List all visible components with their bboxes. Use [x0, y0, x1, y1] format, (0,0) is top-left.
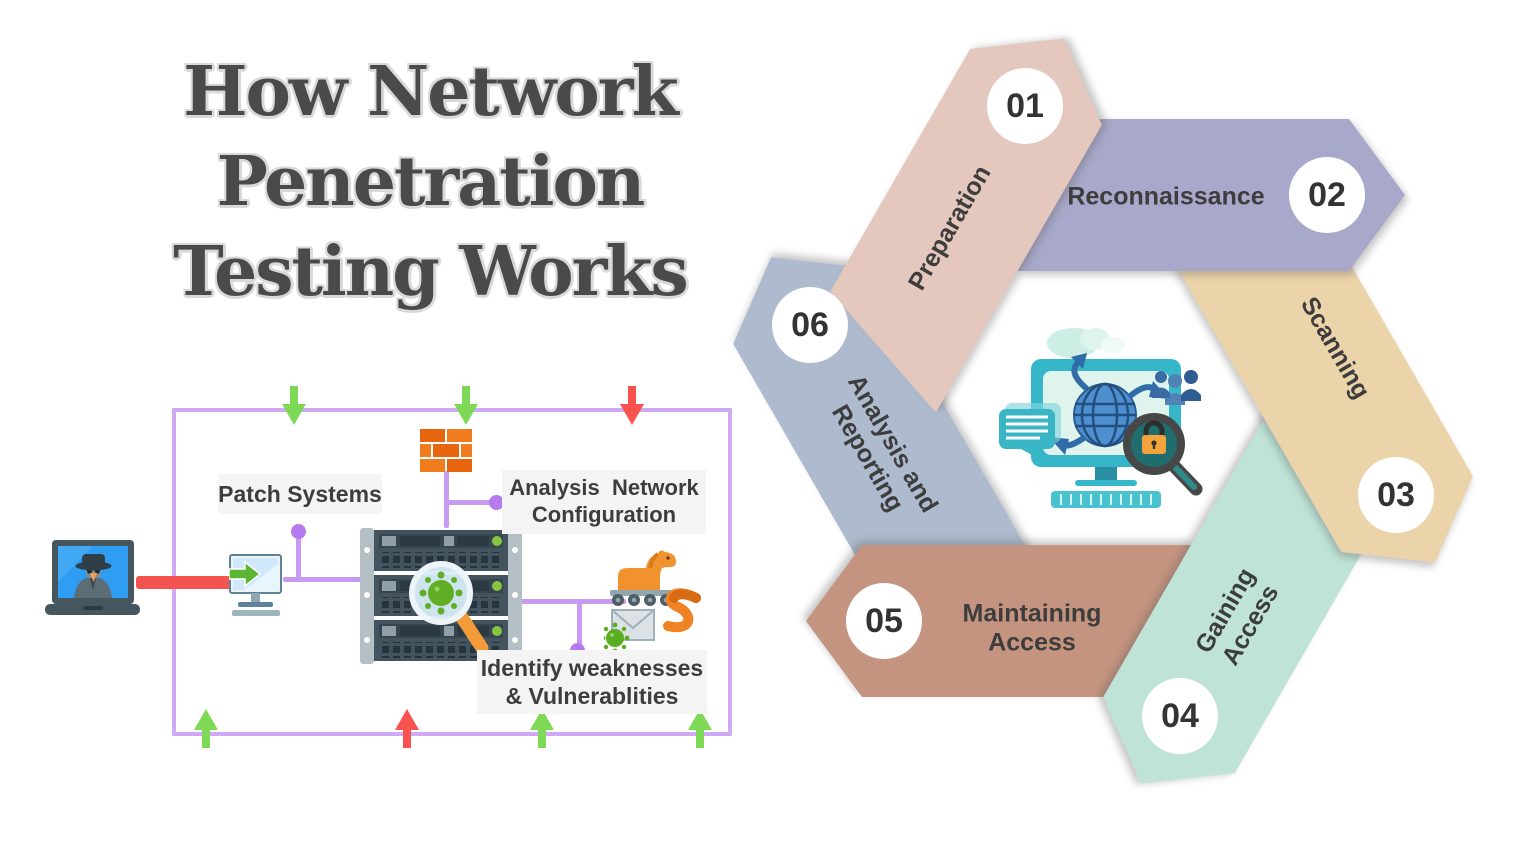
step-number-badge: 06 — [772, 287, 848, 363]
title-line-2: Testing Works — [173, 231, 689, 312]
infected-email-icon — [604, 609, 655, 654]
connector-workstation-server — [283, 577, 362, 582]
step-number: 02 — [1308, 175, 1346, 214]
analysis-network-label: Analysis Network Configuration — [502, 470, 706, 534]
network-boundary-box — [172, 408, 732, 736]
step-number-badge: 01 — [987, 68, 1063, 144]
step-number-badge: 04 — [1142, 678, 1218, 754]
step-number: 06 — [791, 305, 829, 344]
chat-bubble-icon — [999, 403, 1061, 463]
worm-icon — [663, 588, 701, 633]
step-number: 04 — [1161, 696, 1199, 735]
step-number: 01 — [1006, 86, 1044, 125]
outbound-traffic-arrow — [193, 708, 219, 748]
virus-magnifier-icon — [409, 561, 489, 655]
identify-weaknesses-label: Identify weaknesses & Vulnerablities — [477, 650, 707, 714]
outbound-traffic-arrow — [529, 708, 555, 748]
connector-identify-branch — [577, 602, 582, 647]
connector-analysis-branch — [447, 500, 493, 505]
step-number-badge: 05 — [846, 583, 922, 659]
connector-patch-systems — [296, 531, 301, 582]
patch-systems-text: Patch Systems — [218, 480, 382, 507]
firewall-icon — [420, 429, 472, 472]
outbound-traffic-arrow — [687, 708, 713, 748]
connector-server-threats — [520, 599, 626, 604]
inbound-traffic-arrow — [281, 386, 307, 426]
globe-icon — [1073, 382, 1137, 448]
step-number-badge: 03 — [1358, 457, 1434, 533]
lock-magnifier-icon — [1123, 413, 1203, 496]
hacker-laptop-icon — [45, 540, 140, 615]
server-rack-icon — [360, 528, 522, 664]
blocked-traffic-arrow — [619, 386, 645, 426]
step-number: 05 — [865, 601, 903, 640]
title-line-1: How Network Penetration — [183, 52, 678, 222]
threat-icons — [604, 550, 701, 654]
users-group-icon — [1152, 370, 1201, 405]
attack-line — [136, 576, 236, 589]
step-label: Reconnaissance — [1067, 182, 1265, 211]
step-number: 03 — [1377, 475, 1415, 514]
page-title: How Network Penetration Testing Works — [10, 48, 850, 317]
sync-arrows-icon — [1049, 353, 1169, 455]
computer-security-illustration — [999, 328, 1203, 508]
step-number-badge: 02 — [1289, 157, 1365, 233]
patch-systems-label: Patch Systems — [218, 474, 382, 514]
connector-node-dot — [291, 524, 306, 539]
trojan-horse-icon — [610, 550, 676, 606]
connector-node-dot — [489, 495, 504, 510]
workstation-icon — [229, 554, 282, 616]
connector-firewall-server — [444, 471, 449, 528]
cloud-icon — [1047, 328, 1125, 358]
inbound-traffic-arrow — [453, 386, 479, 426]
blocked-traffic-arrow — [394, 708, 420, 748]
